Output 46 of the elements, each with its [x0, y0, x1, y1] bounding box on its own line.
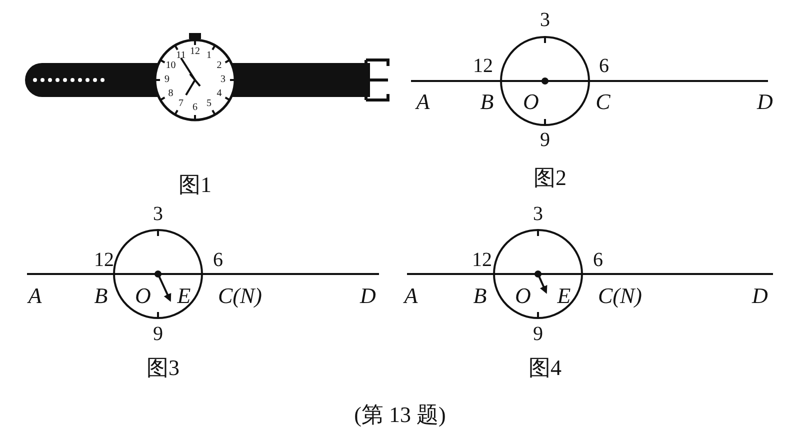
clock-number-label: 6 [593, 250, 603, 270]
clock-numeral: 1 [206, 50, 212, 61]
point-label: C(N) [218, 285, 262, 307]
clock-number-label: 12 [473, 56, 493, 76]
clock-numeral: 9 [164, 75, 170, 85]
clock-number-label: 9 [540, 130, 550, 150]
figure-label: 图2 [534, 167, 566, 189]
clock-numeral: 3 [220, 75, 226, 85]
point-label: A [28, 285, 42, 307]
point-label: C(N) [598, 285, 642, 307]
clock-number-label: 3 [540, 10, 550, 30]
point-label: B [473, 285, 487, 307]
clock-numeral: 8 [168, 89, 174, 99]
point-label: O [515, 285, 531, 307]
clock-numeral: 7 [178, 99, 184, 110]
point-label: A [416, 91, 430, 113]
figure-label: 图4 [528, 357, 562, 379]
point-label: D [360, 285, 376, 307]
clock-numeral: 2 [216, 61, 222, 71]
caption: (第 13 题) [354, 404, 446, 426]
clock-numeral: 4 [216, 89, 222, 99]
point-label: D [752, 285, 768, 307]
clock-numeral: 6 [192, 103, 198, 113]
point-label: E [177, 285, 191, 307]
clock-number-label: 9 [153, 324, 163, 344]
point-label: O [523, 91, 539, 113]
clock-numeral: 12 [190, 47, 200, 57]
clock-number-label: 6 [599, 56, 609, 76]
point-label: E [557, 285, 571, 307]
clock-number-label: 3 [153, 204, 163, 224]
figure-label: 图3 [146, 357, 180, 379]
clock-numeral: 11 [176, 50, 186, 61]
clock-number-label: 9 [533, 324, 543, 344]
point-label: A [404, 285, 418, 307]
point-label: O [135, 285, 151, 307]
clock-number-label: 3 [533, 204, 543, 224]
point-label: D [757, 91, 773, 113]
clock-number-label: 6 [213, 250, 223, 270]
clock-numeral: 10 [166, 61, 176, 71]
point-label: B [480, 91, 494, 113]
point-label: B [94, 285, 108, 307]
figure-label: 图1 [178, 174, 212, 196]
clock-number-label: 12 [472, 250, 492, 270]
clock-numeral: 5 [206, 99, 212, 110]
clock-number-label: 12 [94, 250, 114, 270]
point-label: C [596, 91, 610, 113]
